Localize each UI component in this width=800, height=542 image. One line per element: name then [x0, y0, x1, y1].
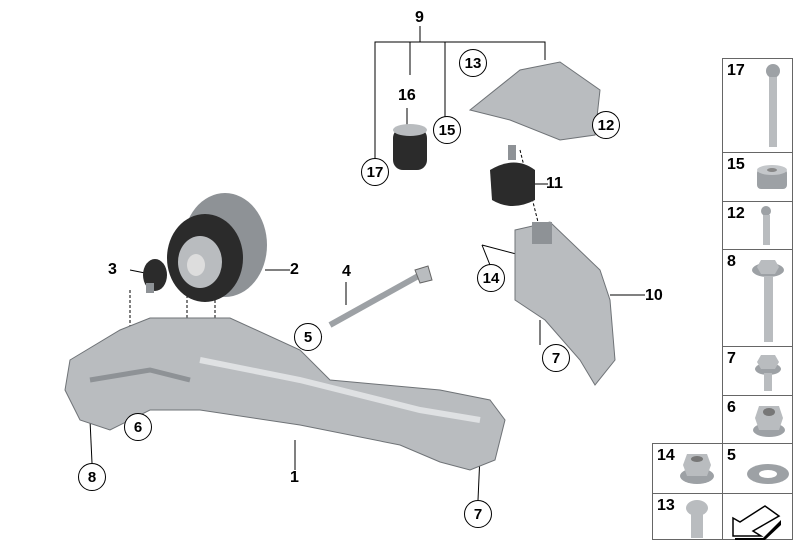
hex-nut-icon	[753, 406, 785, 437]
label-4: 4	[342, 263, 351, 280]
label-3: 3	[108, 261, 117, 278]
short-bolt-icon	[761, 206, 771, 245]
part-number: 13	[657, 497, 675, 514]
direction-arrow-icon	[732, 505, 781, 540]
label-16: 16	[398, 87, 416, 104]
washer-icon	[747, 464, 789, 484]
part-cell-12: 12	[722, 201, 793, 250]
label-11: 11	[546, 175, 563, 192]
callout-13: 13	[459, 49, 487, 77]
hex-bolt-icon	[752, 260, 784, 342]
part-cell-8: 8	[722, 249, 793, 347]
part-cell-14: 14	[652, 443, 723, 494]
long-bolt-icon	[766, 64, 780, 147]
part-number: 7	[727, 350, 736, 367]
callout-8: 8	[78, 463, 106, 491]
callout-17: 17	[361, 158, 389, 186]
callout-7-lower: 7	[464, 500, 492, 528]
part-cell-6: 6	[722, 395, 793, 444]
part-cell-7: 7	[722, 346, 793, 396]
spacer-ring-icon	[757, 165, 787, 189]
callout-12: 12	[592, 111, 620, 139]
part-number: 6	[727, 399, 736, 416]
callout-14: 14	[477, 264, 505, 292]
callout-5: 5	[294, 323, 322, 351]
callout-7: 7	[542, 344, 570, 372]
round-bolt-icon	[686, 500, 708, 538]
part-cell-13: 13	[652, 493, 723, 540]
direction-arrow-cell	[722, 493, 793, 540]
callout-6: 6	[124, 413, 152, 441]
hex-screw-icon	[755, 355, 781, 391]
callout-15: 15	[433, 116, 461, 144]
part-number: 15	[727, 156, 745, 173]
part-number: 5	[727, 447, 736, 464]
label-2: 2	[290, 261, 299, 278]
part-number: 8	[727, 253, 736, 270]
flange-nut-icon	[680, 454, 714, 484]
part-cell-5: 5	[722, 443, 793, 494]
part-cell-15: 15	[722, 152, 793, 202]
label-10: 10	[645, 287, 663, 304]
part-cell-17: 17	[722, 58, 793, 153]
label-1: 1	[290, 469, 299, 486]
part-number: 12	[727, 205, 745, 222]
part-number: 17	[727, 62, 745, 79]
part-number: 14	[657, 447, 675, 464]
label-9: 9	[415, 9, 424, 26]
